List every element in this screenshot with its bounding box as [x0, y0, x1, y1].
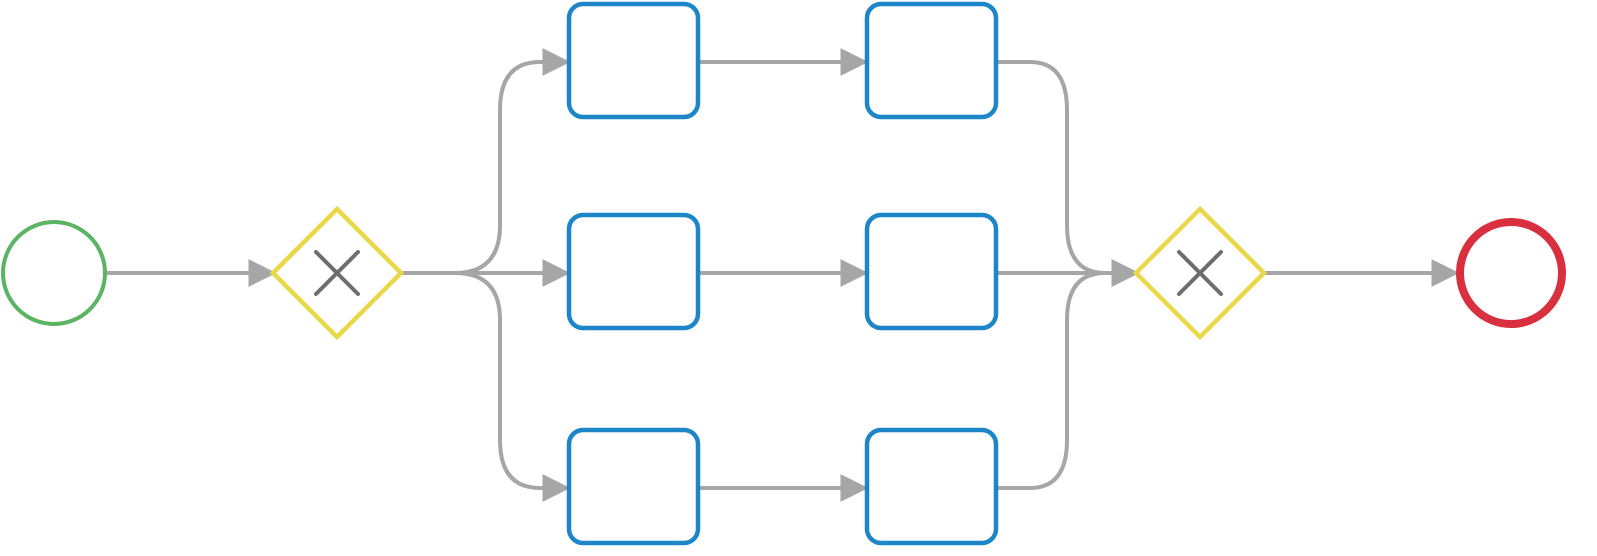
task-middle-2[interactable]: [864, 212, 999, 331]
join-gateway[interactable]: [1132, 205, 1268, 341]
flow-top-task-2-to-join[interactable]: [995, 60, 1140, 287]
flow-bottom-task-2-to-join[interactable]: [995, 259, 1140, 490]
x-icon: [1177, 250, 1223, 296]
task-middle-1[interactable]: [566, 212, 701, 331]
end-event[interactable]: [1456, 218, 1566, 328]
task-bottom-1[interactable]: [566, 427, 701, 546]
flow-split-to-top-task[interactable]: [398, 48, 571, 275]
task-bottom-2[interactable]: [864, 427, 999, 546]
start-event[interactable]: [1, 220, 107, 326]
split-gateway[interactable]: [269, 205, 405, 341]
tasks: [566, 1, 999, 546]
task-top-1[interactable]: [566, 1, 701, 120]
x-icon: [314, 250, 360, 296]
flow-split-to-bottom-task[interactable]: [398, 271, 571, 502]
sequence-flows: [105, 48, 1460, 502]
task-top-2[interactable]: [864, 1, 999, 120]
